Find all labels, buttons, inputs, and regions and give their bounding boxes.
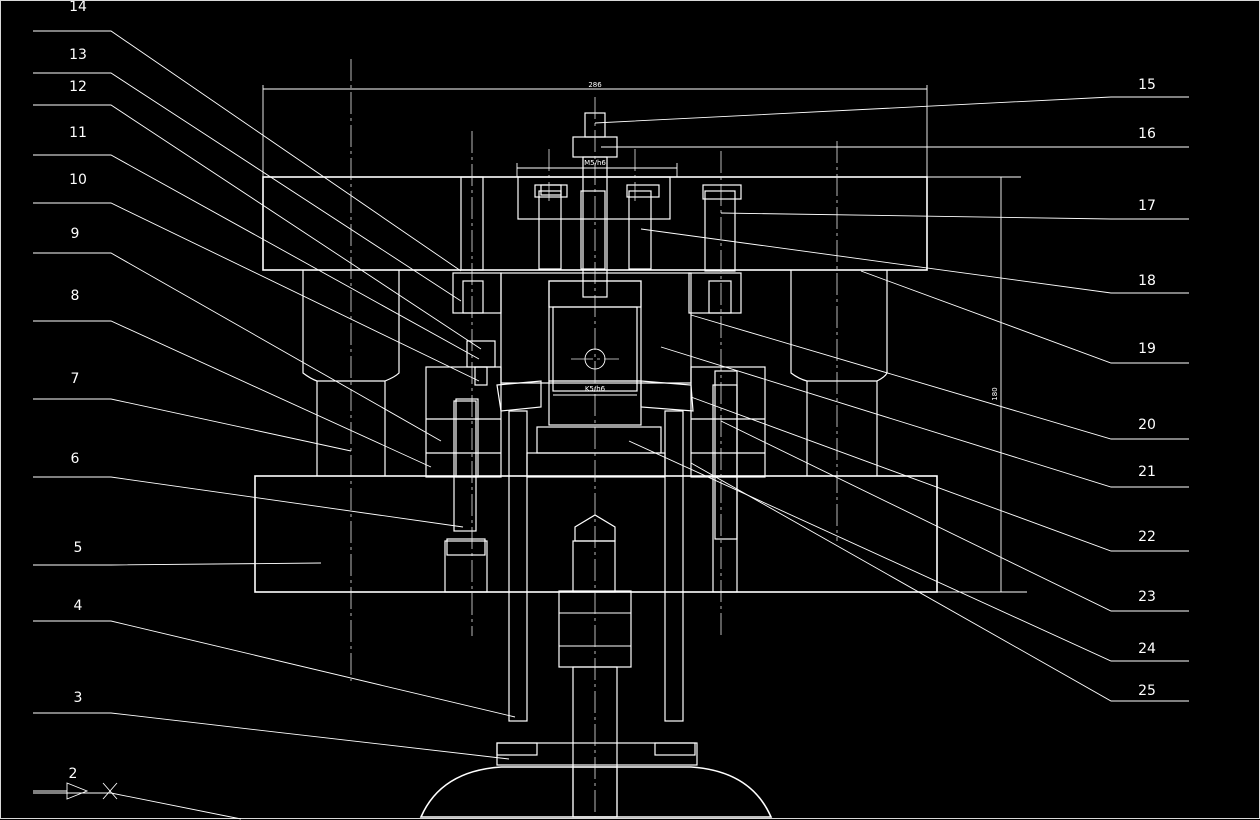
part-label-11: 11 [69,125,87,141]
part-label-2: 2 [69,766,78,782]
leader-lines-left [33,30,516,820]
part-label-7: 7 [71,371,80,387]
center-fit-spec: K5/h6 [585,385,606,393]
part-label-23: 23 [1138,589,1156,605]
part-label-14: 14 [69,1,87,15]
part-label-13: 13 [69,47,87,63]
part-label-12: 12 [69,79,87,95]
part-label-20: 20 [1138,417,1156,433]
part-label-25: 25 [1138,683,1156,699]
part-label-3: 3 [74,690,83,706]
part-label-5: 5 [74,540,83,556]
upper-guide-bushings [302,270,888,476]
rubber-pad [419,766,773,818]
part-label-10: 10 [69,172,87,188]
part-numbers-right: 15 16 17 18 19 20 21 22 23 24 25 [1138,77,1156,699]
dimension-lines [262,85,1027,593]
part-label-21: 21 [1138,464,1156,480]
part-label-8: 8 [71,288,80,304]
bolts [446,184,742,556]
part-label-22: 22 [1138,529,1156,545]
part-label-15: 15 [1138,77,1156,93]
height-dimension: 180 [991,387,999,400]
part-label-9: 9 [71,226,80,242]
lower-die-plate [254,410,938,722]
leader-lines-right [594,96,1189,702]
part-label-18: 18 [1138,273,1156,289]
width-dimension: 286 [588,81,602,89]
ucs-axis-icon [33,782,118,800]
part-label-4: 4 [74,598,83,614]
center-lines [350,59,838,817]
stripper-plate [425,366,766,478]
part-label-6: 6 [71,451,80,467]
part-label-19: 19 [1138,341,1156,357]
part-label-16: 16 [1138,126,1156,142]
part-label-17: 17 [1138,198,1156,214]
part-label-24: 24 [1138,641,1156,657]
top-fit-spec: M5/h6 [584,159,606,167]
punch-cavity [536,306,662,454]
part-numbers-left: 14 13 12 11 10 9 8 7 6 5 4 3 2 [69,1,87,782]
